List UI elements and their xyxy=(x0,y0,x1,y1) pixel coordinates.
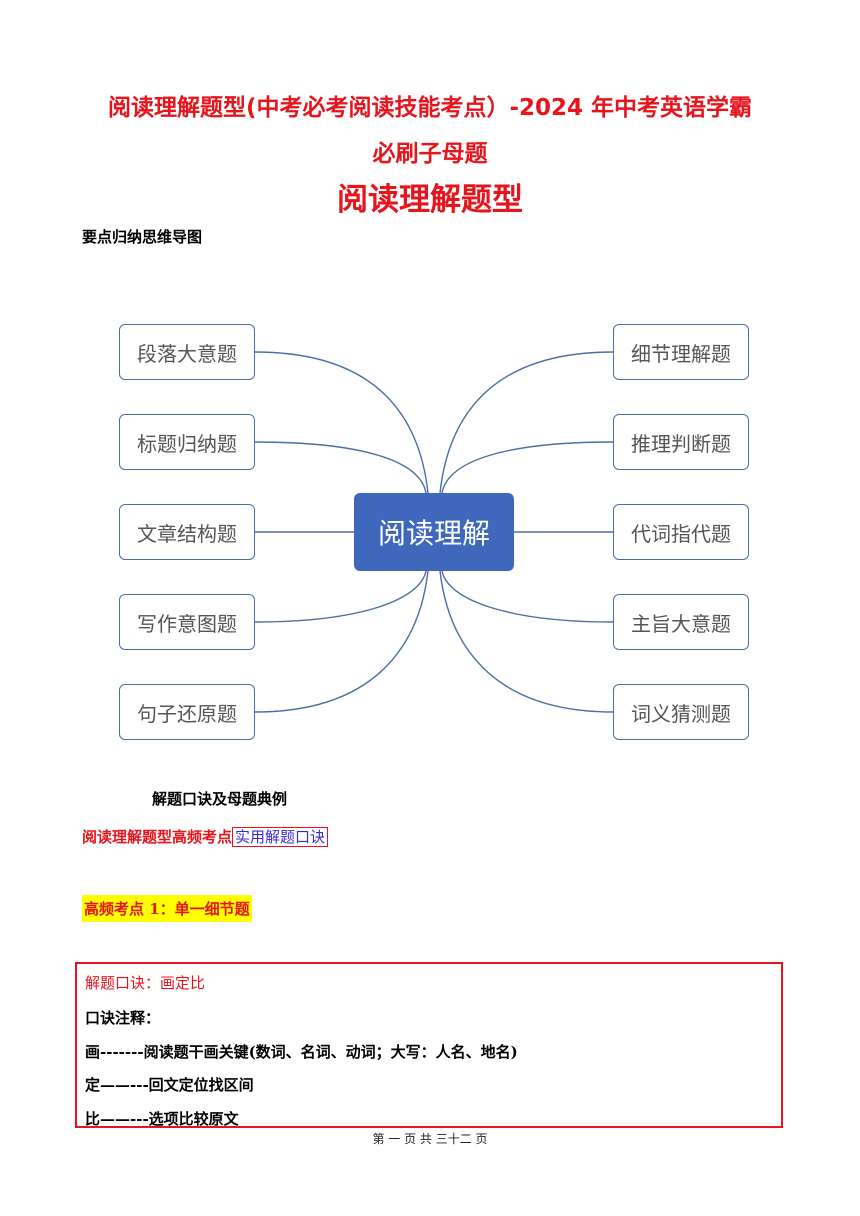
mindmap-node-right-1: 细节理解题 xyxy=(613,324,749,380)
connector-left-5 xyxy=(254,570,429,713)
connector-right-4 xyxy=(441,570,614,623)
tip-step-mark: 画-------阅读题干画关键(数词、名词、动词；大写：人名、地名) xyxy=(85,1043,518,1061)
mindmap-node-right-4: 主旨大意题 xyxy=(613,594,749,650)
main-heading: 阅读理解题型 xyxy=(337,182,523,218)
connector-left-2 xyxy=(254,441,427,494)
highlight-point-1: 高频考点 1：单一细节题 xyxy=(82,895,252,922)
tip-step-compare: 比——---选项比较原文 xyxy=(85,1110,239,1128)
tip-step-locate: 定——---回文定位找区间 xyxy=(85,1076,254,1094)
document-title-line1: 阅读理解题型(中考必考阅读技能考点）-2024 年中考英语学霸 xyxy=(107,95,753,121)
connector-right-2 xyxy=(441,441,614,494)
mindmap-node-left-2: 标题归纳题 xyxy=(119,414,255,470)
document-title-line2: 必刷子母题 xyxy=(372,141,488,167)
mindmap-node-left-3: 文章结构题 xyxy=(119,504,255,560)
mindmap-node-right-5: 词义猜测题 xyxy=(613,684,749,740)
mindmap-node-right-2: 推理判断题 xyxy=(613,414,749,470)
mindmap-section-label: 要点归纳思维导图 xyxy=(82,228,203,246)
connector-right-1 xyxy=(439,351,614,494)
section-heading: 解题口诀及母题典例 xyxy=(152,790,288,808)
connector-right-5 xyxy=(439,570,614,713)
mindmap-node-left-5: 句子还原题 xyxy=(119,684,255,740)
high-frequency-line: 阅读理解题型高频考点实用解题口诀 xyxy=(82,826,329,847)
tip-title: 解题口诀：画定比 xyxy=(85,974,206,992)
practical-tips-box: 实用解题口诀 xyxy=(232,827,329,847)
connector-left-4 xyxy=(254,570,427,623)
mindmap-node-left-1: 段落大意题 xyxy=(119,324,255,380)
mindmap-node-right-3: 代词指代题 xyxy=(613,504,749,560)
page-footer: 第 一 页 共 三十二 页 xyxy=(372,1132,488,1146)
tips-box: 解题口诀：画定比 口诀注释： 画-------阅读题干画关键(数词、名词、动词；… xyxy=(75,962,783,1128)
high-frequency-label: 阅读理解题型高频考点 xyxy=(82,828,233,846)
mindmap-center-node: 阅读理解 xyxy=(354,493,514,571)
tip-note-label: 口诀注释： xyxy=(85,1009,161,1027)
mindmap-node-left-4: 写作意图题 xyxy=(119,594,255,650)
connector-left-1 xyxy=(254,351,429,494)
